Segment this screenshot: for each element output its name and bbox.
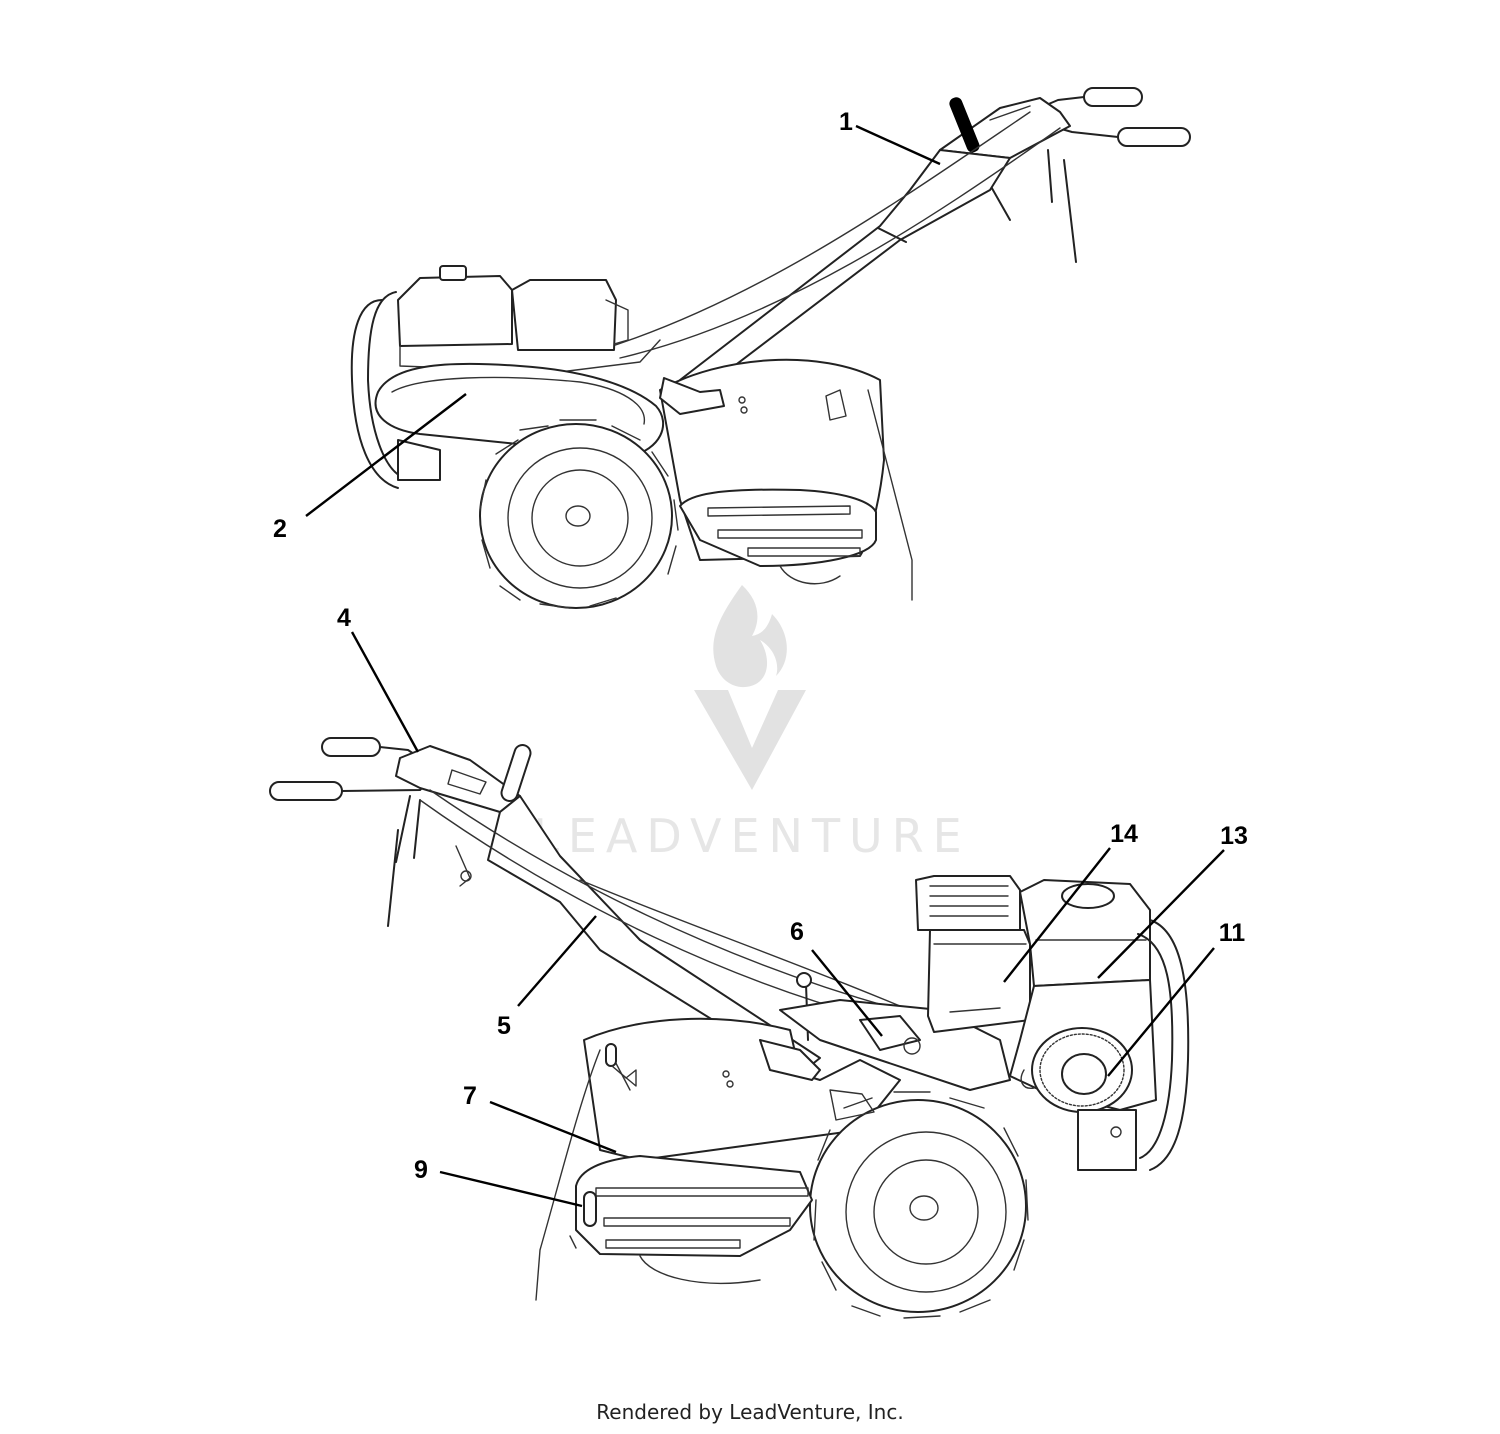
handle-bracket <box>659 377 725 415</box>
handle-grip-upper-2 <box>321 737 381 757</box>
callout-5: 5 <box>497 1012 511 1040</box>
watermark-flame-icon <box>713 585 787 688</box>
leader-2 <box>305 393 467 517</box>
fuel-cap <box>439 265 467 281</box>
air-cleaner <box>511 279 617 351</box>
leader-4 <box>350 631 420 753</box>
tine-hood-2 <box>583 1017 901 1161</box>
callout-9: 9 <box>414 1156 428 1184</box>
air-cleaner-top <box>915 875 1021 931</box>
callout-6: 6 <box>790 918 804 946</box>
handle-grip-lower <box>1117 127 1191 147</box>
side-shield-bottom <box>575 1155 813 1257</box>
shift-lever-2 <box>500 744 532 802</box>
callout-labels: 1 2 4 5 6 7 9 11 13 14 <box>273 108 1248 1184</box>
watermark-logo: LEADVENTURE <box>533 585 971 863</box>
frame-loop-2 <box>1149 919 1190 1171</box>
callout-13: 13 <box>1220 822 1248 850</box>
callout-1: 1 <box>839 108 853 136</box>
leader-7 <box>489 1100 617 1154</box>
wheel-bottom <box>809 1089 1029 1319</box>
side-shield-top <box>679 488 877 567</box>
leader-11 <box>1107 947 1215 1077</box>
handle-bar-lower <box>1057 127 1119 138</box>
callout-11: 11 <box>1219 919 1246 947</box>
handle-grip-lower-2 <box>269 781 343 801</box>
height-lever-knob <box>796 972 812 988</box>
leader-1 <box>855 124 941 166</box>
callout-4: 4 <box>337 604 351 632</box>
control-console-2 <box>395 745 521 813</box>
footer-credit: Rendered by LeadVenture, Inc. <box>596 1400 904 1424</box>
handle-bracket-2 <box>759 1039 821 1081</box>
air-cleaner <box>927 929 1031 1033</box>
callout-2: 2 <box>273 515 287 543</box>
depth-bar-frame <box>1077 1109 1137 1171</box>
shield-latch <box>583 1191 597 1227</box>
leader-14 <box>1003 847 1111 983</box>
handle-grip-upper <box>1083 87 1143 107</box>
fuel-tank <box>397 275 513 347</box>
fuel-cap-2 <box>1061 883 1115 909</box>
leader-5 <box>517 915 597 1007</box>
callout-14: 14 <box>1110 820 1138 848</box>
leader-9 <box>439 1170 583 1208</box>
footer: Rendered by LeadVenture, Inc. <box>0 1400 1500 1424</box>
tiller-top-view <box>350 87 1191 609</box>
watermark-v-icon <box>694 690 806 790</box>
leader-6 <box>811 949 883 1037</box>
leader-13 <box>1097 849 1225 979</box>
lever-black-grip <box>949 97 980 153</box>
handle-tube <box>679 149 1011 393</box>
wheel-top <box>479 419 679 609</box>
watermark-text: LEADVENTURE <box>533 809 971 863</box>
leader-lines <box>305 124 1225 1208</box>
tiller-bottom-view <box>269 737 1190 1319</box>
callout-7: 7 <box>463 1082 477 1110</box>
frame-loop <box>350 299 399 489</box>
